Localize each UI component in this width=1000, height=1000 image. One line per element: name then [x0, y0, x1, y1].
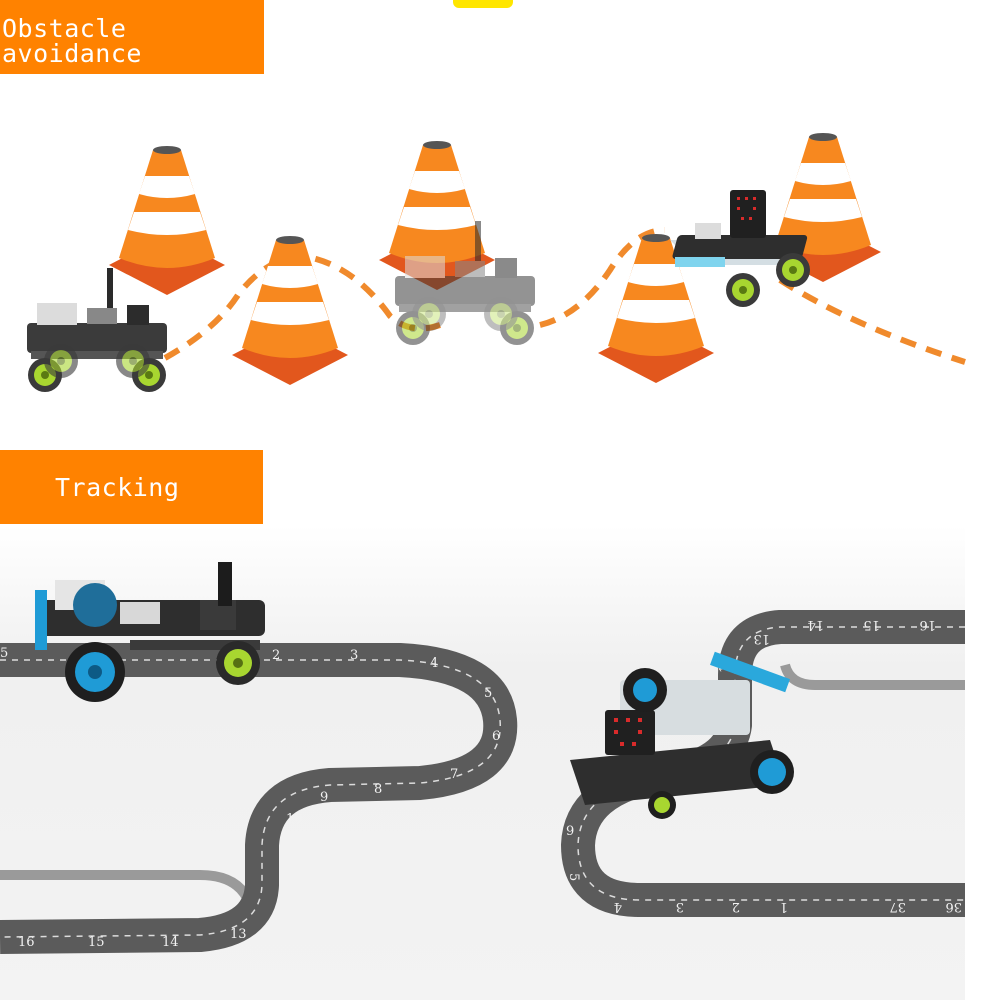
robot-car-icon [35, 562, 265, 702]
track-label: 37 [889, 899, 906, 914]
track-label: 16 [919, 617, 936, 632]
track-label: 1 [780, 899, 788, 914]
track-label: 15 [863, 617, 880, 632]
track-label: 13 [230, 927, 247, 942]
robot-car-icon [670, 190, 810, 307]
micro-bit-board-icon [605, 710, 655, 755]
track-label: 5 [484, 686, 492, 701]
track-label: 8 [374, 782, 382, 797]
robot-car-icon [27, 268, 167, 392]
track-label: 4 [430, 656, 438, 671]
track-label: 9 [320, 790, 328, 805]
track-label: 3 [676, 899, 684, 914]
top-yellow-tab [453, 0, 513, 8]
track-label: 4 [614, 899, 622, 914]
track-label: 14 [807, 617, 824, 632]
track-label: 5 [566, 873, 581, 881]
track-label: 36 [945, 899, 962, 914]
traffic-cone-icon [109, 146, 225, 295]
robot-car-icon [570, 651, 794, 819]
track-label: 7 [450, 767, 458, 782]
track-label: 6 [492, 729, 500, 744]
obstacle-avoidance-title: Obstacle avoidance [2, 14, 142, 68]
traffic-cone-icon [232, 236, 348, 385]
track-label: 3 [350, 648, 358, 663]
track-label: 2 [732, 899, 740, 914]
track-label: 2 [272, 648, 280, 663]
track-label: 5 [0, 646, 8, 661]
tracking-banner: Tracking [0, 450, 263, 524]
track-label: 15 [88, 935, 105, 950]
micro-bit-board-icon [730, 190, 766, 238]
tracking-illustration: 5 2 3 4 5 6 7 8 9 10 11 12 13 14 15 16 1… [0, 525, 965, 1000]
track-label: 12 [282, 892, 299, 907]
obstacle-avoidance-illustration [0, 133, 966, 420]
track-label: 10 [286, 812, 303, 827]
track-label: 16 [18, 935, 35, 950]
track-label: 9 [566, 824, 574, 839]
tracking-line-track-left [0, 643, 518, 954]
track-label: 13 [753, 631, 770, 646]
track-label: 11 [286, 851, 303, 866]
tracking-title: Tracking [55, 473, 180, 502]
obstacle-avoidance-banner: Obstacle avoidance [0, 0, 264, 74]
track-left-labels: 5 2 3 4 5 6 7 8 9 10 11 12 13 14 15 16 [0, 646, 500, 950]
track-label: 14 [162, 935, 179, 950]
